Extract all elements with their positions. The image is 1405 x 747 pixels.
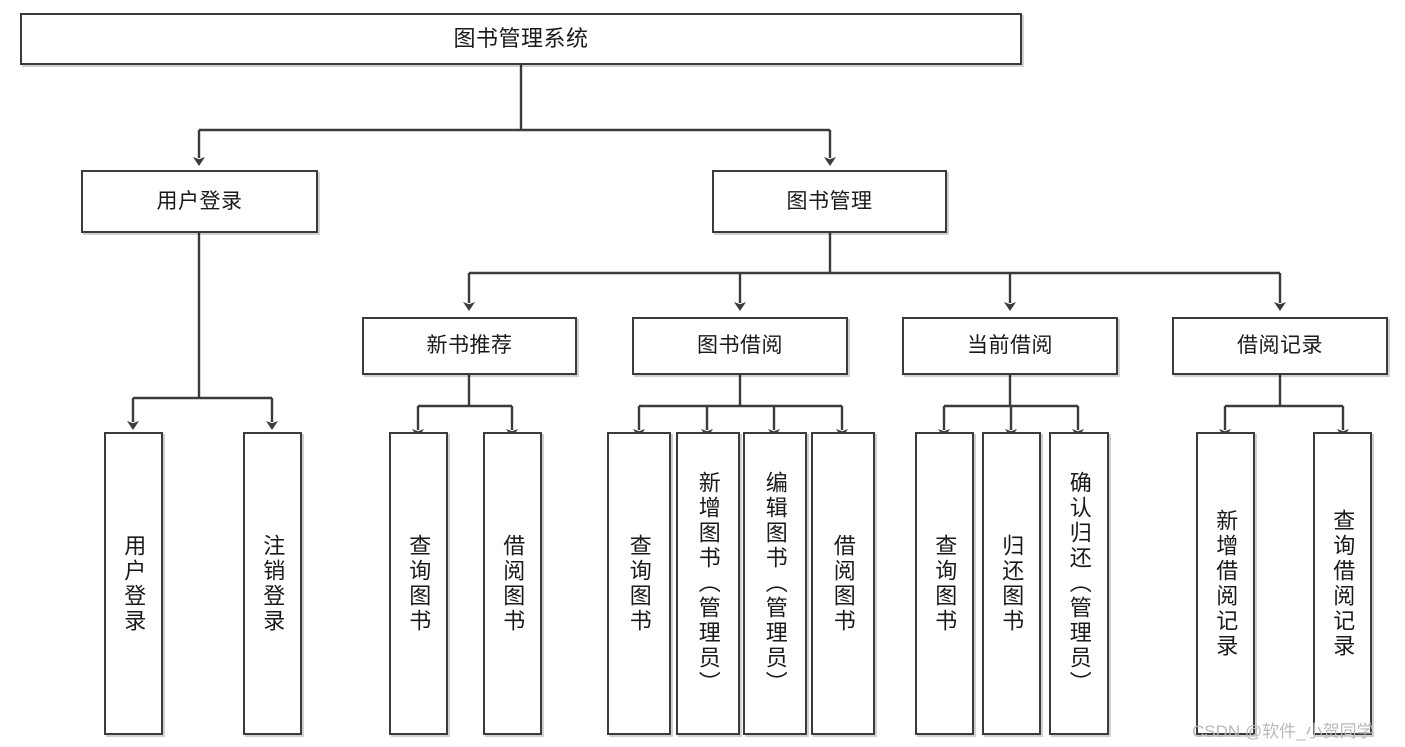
node-book-borrow-label: 图书借阅	[697, 334, 783, 358]
node-leaf-return-book-label: 归还图书	[999, 533, 1025, 634]
node-leaf-add-book-admin[interactable]: 新增图书（管理员）	[676, 432, 740, 735]
node-leaf-user-login-label: 用户登录	[121, 533, 147, 634]
node-leaf-query-book-recommend-label: 查询图书	[406, 533, 432, 634]
node-current-borrow-label: 当前借阅	[967, 334, 1053, 358]
node-leaf-confirm-return-admin[interactable]: 确认归还（管理员）	[1049, 432, 1109, 735]
node-leaf-query-book-borrow[interactable]: 查询图书	[607, 432, 671, 735]
node-new-book-recommend[interactable]: 新书推荐	[362, 317, 577, 375]
node-leaf-edit-book-admin[interactable]: 编辑图书（管理员）	[743, 432, 807, 735]
node-root-system[interactable]: 图书管理系统	[20, 13, 1022, 65]
node-leaf-query-book-current-label: 查询图书	[932, 533, 958, 634]
node-leaf-add-borrow-record-label: 新增借阅记录	[1213, 508, 1239, 659]
node-leaf-borrow-book-recommend-label: 借阅图书	[500, 533, 526, 634]
node-book-management-label: 图书管理	[786, 189, 873, 213]
node-leaf-logout[interactable]: 注销登录	[243, 432, 302, 735]
node-user-login[interactable]: 用户登录	[81, 170, 318, 233]
node-leaf-add-book-admin-label: 新增图书（管理员）	[695, 471, 721, 696]
watermark-text: CSDN @软件_小贺同学	[1192, 722, 1374, 741]
node-book-management[interactable]: 图书管理	[712, 170, 947, 233]
node-leaf-query-book-current[interactable]: 查询图书	[915, 432, 974, 735]
node-leaf-borrow-book[interactable]: 借阅图书	[811, 432, 875, 735]
node-current-borrow[interactable]: 当前借阅	[902, 317, 1118, 375]
node-leaf-query-borrow-record-label: 查询借阅记录	[1330, 508, 1356, 659]
node-leaf-borrow-book-recommend[interactable]: 借阅图书	[483, 432, 542, 735]
node-book-borrow[interactable]: 图书借阅	[632, 317, 848, 375]
node-leaf-add-borrow-record[interactable]: 新增借阅记录	[1196, 432, 1255, 735]
node-leaf-edit-book-admin-label: 编辑图书（管理员）	[762, 471, 788, 696]
node-leaf-return-book[interactable]: 归还图书	[982, 432, 1041, 735]
node-leaf-borrow-book-label: 借阅图书	[830, 533, 856, 634]
node-root-system-label: 图书管理系统	[453, 25, 589, 51]
node-leaf-confirm-return-admin-label: 确认归还（管理员）	[1066, 471, 1092, 696]
node-leaf-query-borrow-record[interactable]: 查询借阅记录	[1313, 432, 1372, 735]
node-leaf-query-book-recommend[interactable]: 查询图书	[389, 432, 448, 735]
node-leaf-logout-label: 注销登录	[260, 533, 286, 634]
node-user-login-label: 用户登录	[156, 189, 243, 213]
node-borrow-records[interactable]: 借阅记录	[1172, 317, 1388, 375]
node-leaf-query-book-borrow-label: 查询图书	[626, 533, 652, 634]
node-leaf-user-login[interactable]: 用户登录	[104, 432, 163, 735]
node-borrow-records-label: 借阅记录	[1237, 334, 1323, 358]
node-new-book-recommend-label: 新书推荐	[426, 334, 513, 358]
